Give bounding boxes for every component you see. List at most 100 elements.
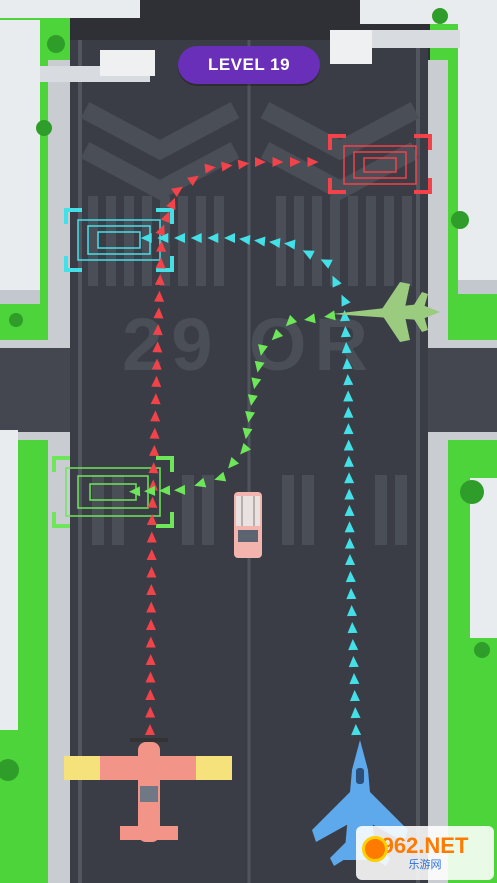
green-path-arrow [174, 484, 186, 495]
red-path-arrow [145, 636, 156, 648]
green-path-arrow [258, 344, 268, 356]
red-path-arrow [160, 211, 171, 224]
red-path-arrow [149, 444, 160, 457]
cyan-path-arrow [207, 233, 219, 243]
cyan-path-arrow [340, 310, 351, 322]
red-path-arrow [221, 161, 233, 172]
right-buildings [360, 0, 497, 638]
left-buildings [0, 0, 140, 730]
touchdown-stripes [92, 475, 407, 545]
green-path-arrow [271, 328, 284, 341]
green-path-arrow [251, 377, 262, 390]
cyan-path-arrow [302, 250, 315, 260]
trees [0, 8, 490, 781]
red-path-arrow [152, 324, 163, 336]
green-path-arrow [254, 360, 265, 373]
cyan-path-arrow [343, 455, 354, 467]
cyan-path-arrow [190, 233, 202, 243]
red-path-arrow [148, 462, 159, 474]
green-flight-path [129, 310, 336, 497]
red-path-arrow [146, 601, 157, 613]
cyan-path-arrow [346, 605, 357, 617]
cyan-path-arrow [284, 239, 296, 250]
red-path-arrow [204, 163, 216, 174]
red-path-arrow [290, 157, 301, 167]
green-path-arrow [129, 486, 141, 497]
cyan-path-arrow [348, 656, 359, 668]
green-path-arrow [214, 471, 227, 482]
right-sidewalk [428, 60, 448, 883]
threshold-stripes [88, 196, 412, 286]
red-path-arrow [147, 479, 158, 491]
red-path-arrow [154, 274, 165, 286]
cyan-path-arrow [343, 439, 354, 451]
red-propeller-plane[interactable] [64, 738, 232, 842]
cyan-path-arrow [345, 554, 356, 566]
red-path-arrow [149, 427, 160, 439]
red-path-arrow [145, 689, 156, 701]
cyan-path-arrow [351, 724, 362, 736]
red-path-arrow [150, 393, 161, 405]
red-path-arrow [144, 724, 155, 736]
red-path-arrow [145, 619, 156, 631]
green-path-arrow [228, 456, 240, 469]
red-path-arrow [154, 290, 165, 302]
cyan-path-arrow [343, 406, 354, 418]
green-path-arrow [144, 485, 156, 496]
cyan-path-arrow [347, 622, 358, 634]
watermark-logo: 962.NET 乐游网 [356, 826, 494, 880]
green-path-arrow [247, 394, 258, 406]
cyan-path-arrow [346, 588, 357, 600]
red-path-arrow [145, 671, 156, 683]
red-path-arrow [187, 175, 199, 186]
fire-truck[interactable] [234, 492, 262, 558]
red-path-arrow [150, 410, 161, 422]
red-path-arrow [145, 654, 156, 666]
red-path-arrow [146, 531, 157, 543]
cyan-path-arrow [343, 390, 354, 402]
cyan-path-arrow [332, 275, 342, 288]
cyan-path-arrow [157, 233, 169, 243]
cyan-path-arrow [174, 233, 185, 243]
green-fighter-jet[interactable] [332, 282, 440, 342]
cyan-path-arrow [343, 423, 354, 435]
cyan-path-arrow [344, 488, 355, 500]
cyan-path-arrow [349, 690, 360, 702]
jet-bridge-left [40, 50, 155, 82]
red-path-arrow [147, 496, 158, 508]
jet-bridge-right [330, 30, 460, 64]
watermark-sub: 乐游网 [408, 859, 442, 871]
red-path-arrow [151, 375, 162, 387]
red-landing-target[interactable] [328, 134, 432, 194]
green-path-arrow [304, 313, 316, 324]
red-path-arrow [146, 584, 157, 596]
red-path-arrow [146, 514, 157, 526]
cyan-path-arrow [344, 521, 355, 533]
green-path-arrow [245, 410, 256, 423]
red-path-arrow [155, 224, 165, 237]
green-path-arrow [324, 310, 336, 321]
red-path-arrow [166, 197, 176, 210]
cyan-path-arrow [348, 639, 359, 651]
cyan-path-arrow [350, 707, 361, 719]
cyan-path-arrow [344, 504, 355, 516]
red-path-arrow [153, 307, 164, 319]
cyan-path-arrow [345, 571, 356, 583]
cyan-path-arrow [340, 326, 351, 338]
cyan-path-arrow [239, 235, 251, 245]
green-path-arrow [194, 477, 207, 488]
green-path-arrow [285, 314, 298, 327]
cyan-path-arrow [254, 236, 266, 247]
cyan-path-arrow [269, 238, 281, 248]
cyan-path-arrow [349, 673, 360, 685]
red-path-arrow [146, 549, 157, 561]
red-path-arrow [146, 566, 157, 578]
cyan-path-arrow [224, 233, 235, 243]
cyan-flight-path [140, 233, 362, 736]
red-path-arrow [152, 341, 163, 353]
cyan-path-arrow [343, 374, 354, 386]
cyan-path-arrow [320, 259, 333, 269]
red-path-arrow [272, 157, 284, 167]
red-path-arrow [255, 157, 266, 167]
